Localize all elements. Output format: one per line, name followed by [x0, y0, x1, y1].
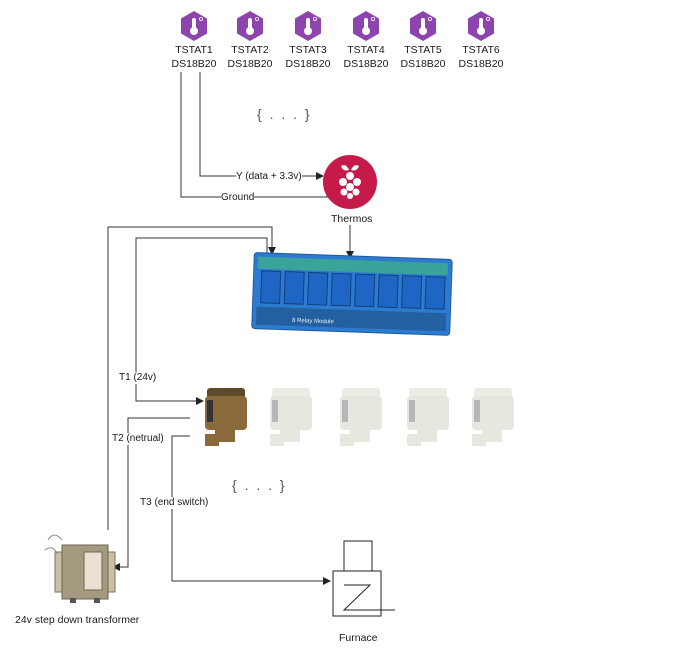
thermostat-name: TSTAT2 — [231, 44, 269, 56]
thermometer-icon — [353, 11, 379, 41]
thermometer-icon — [181, 11, 207, 41]
thermostat-sensor: DS18B20 — [400, 58, 446, 70]
relay-5 — [354, 273, 376, 308]
furnace-icon — [332, 540, 395, 617]
thermometer-icon — [295, 11, 321, 41]
relay-4 — [330, 272, 352, 307]
transformer-label: 24v step down transformer — [15, 614, 140, 626]
thermostat-name: TSTAT3 — [289, 44, 327, 56]
thermostat-sensor: DS18B20 — [227, 58, 273, 70]
thermometer-icon — [468, 11, 494, 41]
thermostat-sensor: DS18B20 — [458, 58, 504, 70]
thermostat-name: TSTAT5 — [404, 44, 442, 56]
zone-valve-3 — [340, 388, 382, 446]
raspberry-pi-icon — [323, 155, 377, 209]
valve-ellipsis: { . . . } — [232, 477, 287, 493]
thermostat-name: TSTAT6 — [462, 44, 500, 56]
data-wire — [199, 72, 324, 180]
thermometer-icon — [410, 11, 436, 41]
thermostat-sensor: DS18B20 — [343, 58, 389, 70]
t1-wire — [135, 237, 268, 405]
ground-wire-label: Ground — [221, 192, 255, 204]
thermometer-icon — [237, 11, 263, 41]
t2-wire — [112, 417, 190, 571]
relay-6 — [377, 274, 399, 309]
thermostat-sensor: DS18B20 — [285, 58, 331, 70]
thermostat-ellipsis: { . . . } — [257, 106, 312, 122]
relay-board-caption: 8 Relay Module — [292, 318, 335, 325]
relay-board-image: 8 Relay Module — [251, 252, 453, 336]
t3-wire-label: T3 (end switch) — [140, 497, 209, 509]
zone-valve-4 — [407, 388, 449, 446]
relay-8 — [424, 276, 446, 310]
relay-1 — [260, 270, 282, 304]
transformer-feed-wire — [107, 226, 276, 530]
zone-valve-5 — [472, 388, 514, 446]
thermostat-name: TSTAT1 — [175, 44, 213, 56]
t2-wire-label: T2 (netrual) — [112, 433, 164, 445]
relay-3 — [307, 271, 329, 306]
thermostat-sensor: DS18B20 — [171, 58, 217, 70]
zone-valve-1 — [205, 388, 247, 446]
relay-2 — [283, 271, 305, 305]
t1-wire-label: T1 (24v) — [119, 372, 157, 384]
furnace-label: Furnace — [339, 632, 378, 644]
data-wire-label: Y (data + 3.3v) — [236, 171, 302, 183]
transformer-image — [44, 534, 116, 603]
relay-7 — [401, 275, 423, 309]
zone-valve-2 — [270, 388, 312, 446]
controller-label: Thermos — [331, 213, 373, 225]
thermostat-name: TSTAT4 — [347, 44, 385, 56]
